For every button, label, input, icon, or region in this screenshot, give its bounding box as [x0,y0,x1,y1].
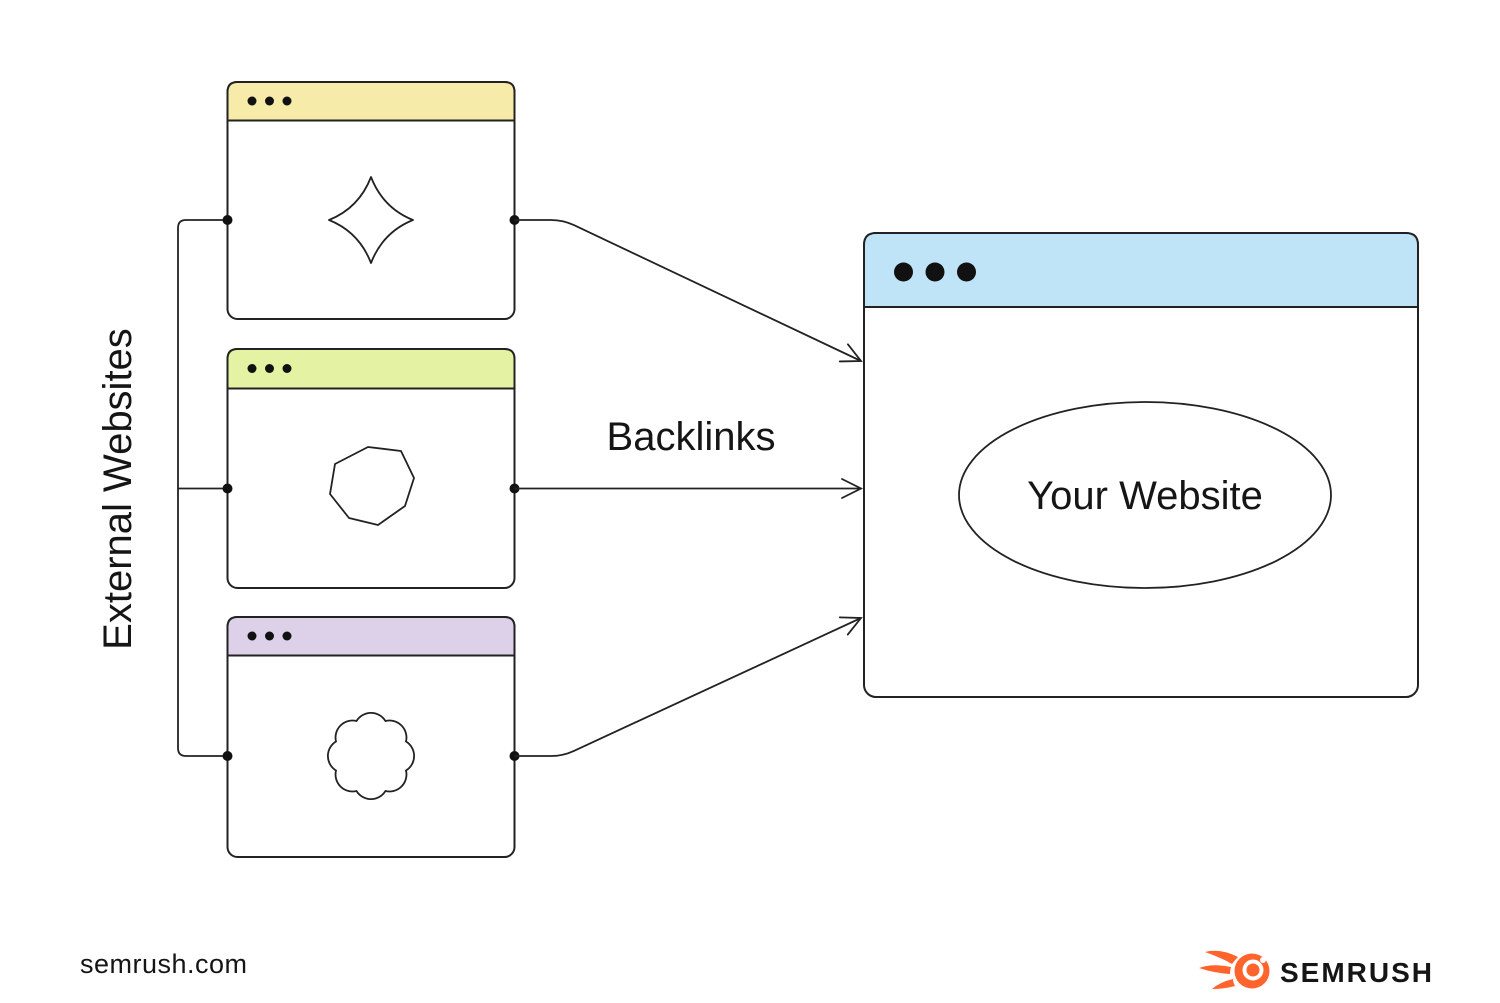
window-control-dots [247,631,292,641]
semrush-brand-text: SEMRUSH [1280,957,1434,988]
window-header [226,81,516,122]
diamond-blob-icon [328,176,414,264]
external-website-window-2 [226,348,516,589]
window-control-dots [247,96,292,106]
footer-site-text: semrush.com [80,949,248,979]
connector-dots [222,215,520,761]
flower-blob-icon [327,712,415,800]
backlink-arrow-bottom [514,616,863,757]
window-control-dots [894,262,976,282]
backlink-arrow-top [514,219,863,363]
window-header [226,348,516,390]
window-header [226,616,516,657]
your-website-ellipse [958,401,1332,589]
your-website-window: Your Website [863,232,1419,698]
backlinks-label: Backlinks [607,415,776,459]
bracket-connector [177,219,228,757]
window-control-dots [247,364,292,373]
your-website-label: Your Website [1027,474,1263,518]
semrush-flame-icon [1199,950,1270,989]
window-header [863,232,1419,308]
external-website-window-1 [226,81,516,320]
hexagon-blob-icon [329,446,415,526]
backlink-arrows [514,219,864,757]
semrush-logo: SEMRUSH [1199,950,1434,989]
external-website-window-3 [226,616,516,858]
external-websites-label: External Websites [96,328,140,650]
